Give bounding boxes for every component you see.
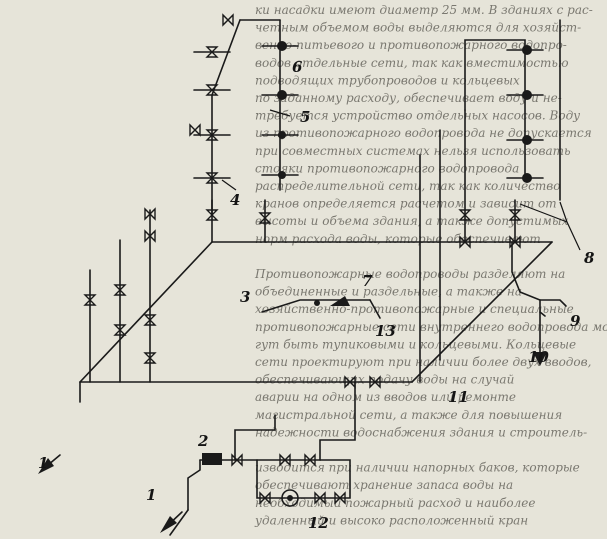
background-text-line: ки насадки имеют диаметр 25 мм. В здания… xyxy=(255,3,593,17)
background-text-line: из противопожарного водопровода не допус… xyxy=(255,126,592,140)
background-text-line: кранов определяется расчетом и зависит о… xyxy=(255,197,557,211)
valve-icon xyxy=(189,123,201,137)
valve-icon xyxy=(508,209,522,221)
valve-icon xyxy=(344,375,356,389)
background-text-line: хозяйственно-противопожарные и специальн… xyxy=(255,302,574,316)
valve-icon xyxy=(205,209,219,221)
background-text-line: стояки противопожарного водопровода xyxy=(255,161,519,175)
background-text-line: объединенные и раздельные, а также на xyxy=(255,285,522,299)
label-10: 10 xyxy=(528,348,549,366)
background-text-line: подводящих трубопроводов и кольцевых xyxy=(255,73,520,87)
valve-icon xyxy=(231,453,243,467)
valve-icon xyxy=(205,84,219,96)
check-device-symbol xyxy=(314,296,350,306)
valve-icon xyxy=(144,229,156,243)
valve-icon xyxy=(205,46,219,58)
background-text-line: требуется устройство отдельных насосов. … xyxy=(255,109,580,123)
background-text-line: изводится при наличии напорных баков, ко… xyxy=(255,461,580,475)
background-text-line: обеспечивают хранение запаса воды на xyxy=(255,478,513,492)
background-text-line: венно-питьевого и противопожарного водоп… xyxy=(255,38,567,52)
valve-icon xyxy=(369,375,381,389)
label-13: 13 xyxy=(375,322,396,340)
water-meter-symbol xyxy=(202,453,222,465)
label-12: 12 xyxy=(308,514,329,532)
background-text-line: надежности водоснабжения здания и строит… xyxy=(255,425,587,439)
flow-arrows xyxy=(38,343,547,533)
background-text-line: гут быть тупиковыми и кольцевыми. Кольце… xyxy=(255,337,576,351)
label-8: 8 xyxy=(584,249,595,267)
background-text-line: распределительной сети, так как количест… xyxy=(255,179,560,193)
background-text-line: противопожарные сети внутреннего водопро… xyxy=(255,320,607,334)
background-text-line: при совместных системах нельзя использов… xyxy=(255,144,571,158)
tap-fixtures xyxy=(277,41,532,183)
background-text-line: норм расхода воды, которые обеспечивают xyxy=(255,232,541,246)
background-text-line: четным объемом воды выделяются для хозяй… xyxy=(255,21,581,35)
leader-lines xyxy=(221,109,581,251)
background-text-line: высоты и объема здания, а также допустим… xyxy=(255,214,569,228)
valve-icon xyxy=(222,13,234,27)
label-1a: 1 xyxy=(38,454,48,472)
label-3: 3 xyxy=(240,288,250,306)
valve-icon xyxy=(279,453,291,467)
background-text-line: обеспечивающих подачу воды на случай xyxy=(255,373,514,387)
valve-icon xyxy=(314,491,326,505)
background-text-line: магистральной сети, а также для повышени… xyxy=(255,408,562,422)
label-6: 6 xyxy=(292,58,303,76)
background-text-line: водов отдельные сети, так как вместимост… xyxy=(255,56,569,70)
valve-icon xyxy=(459,235,471,249)
valve-icon xyxy=(113,284,127,296)
label-2: 2 xyxy=(197,432,208,450)
valve-icon xyxy=(205,129,219,141)
pump-symbol xyxy=(281,489,299,507)
valve-icon xyxy=(259,491,271,505)
label-1b: 1 xyxy=(146,486,156,504)
pipe-network xyxy=(79,19,567,536)
callout-labels: 1 1 2 3 4 5 6 7 8 9 10 11 12 13 xyxy=(38,58,595,532)
valve-icon xyxy=(258,212,272,224)
background-text-line: Противопожарные водопроводы разделяют на xyxy=(254,267,565,281)
valve-icon xyxy=(205,172,219,184)
label-5: 5 xyxy=(300,108,310,126)
label-9: 9 xyxy=(570,312,581,330)
valve-icon xyxy=(458,209,472,221)
valve-icon xyxy=(143,314,157,326)
label-11: 11 xyxy=(448,388,469,406)
valve-icon xyxy=(83,294,97,306)
background-page-text: ки насадки имеют диаметр 25 мм. В здания… xyxy=(254,3,607,527)
background-text-line: удаленный и высоко расположенный кран xyxy=(254,513,528,527)
valve-icon xyxy=(143,352,157,364)
label-4: 4 xyxy=(230,191,240,209)
valve-icon xyxy=(113,324,127,336)
background-text-line: сети проектируют при наличии более двух … xyxy=(255,355,591,369)
background-text-line: аварии на одном из вводов или ремонте xyxy=(255,390,516,404)
valve-icon xyxy=(304,453,316,467)
valve-icon xyxy=(144,207,156,221)
label-7: 7 xyxy=(362,272,373,290)
valve-icon xyxy=(334,491,346,505)
valve-icon xyxy=(509,235,521,249)
background-text-line: по заданному расходу, обеспечивает воду … xyxy=(255,91,562,105)
